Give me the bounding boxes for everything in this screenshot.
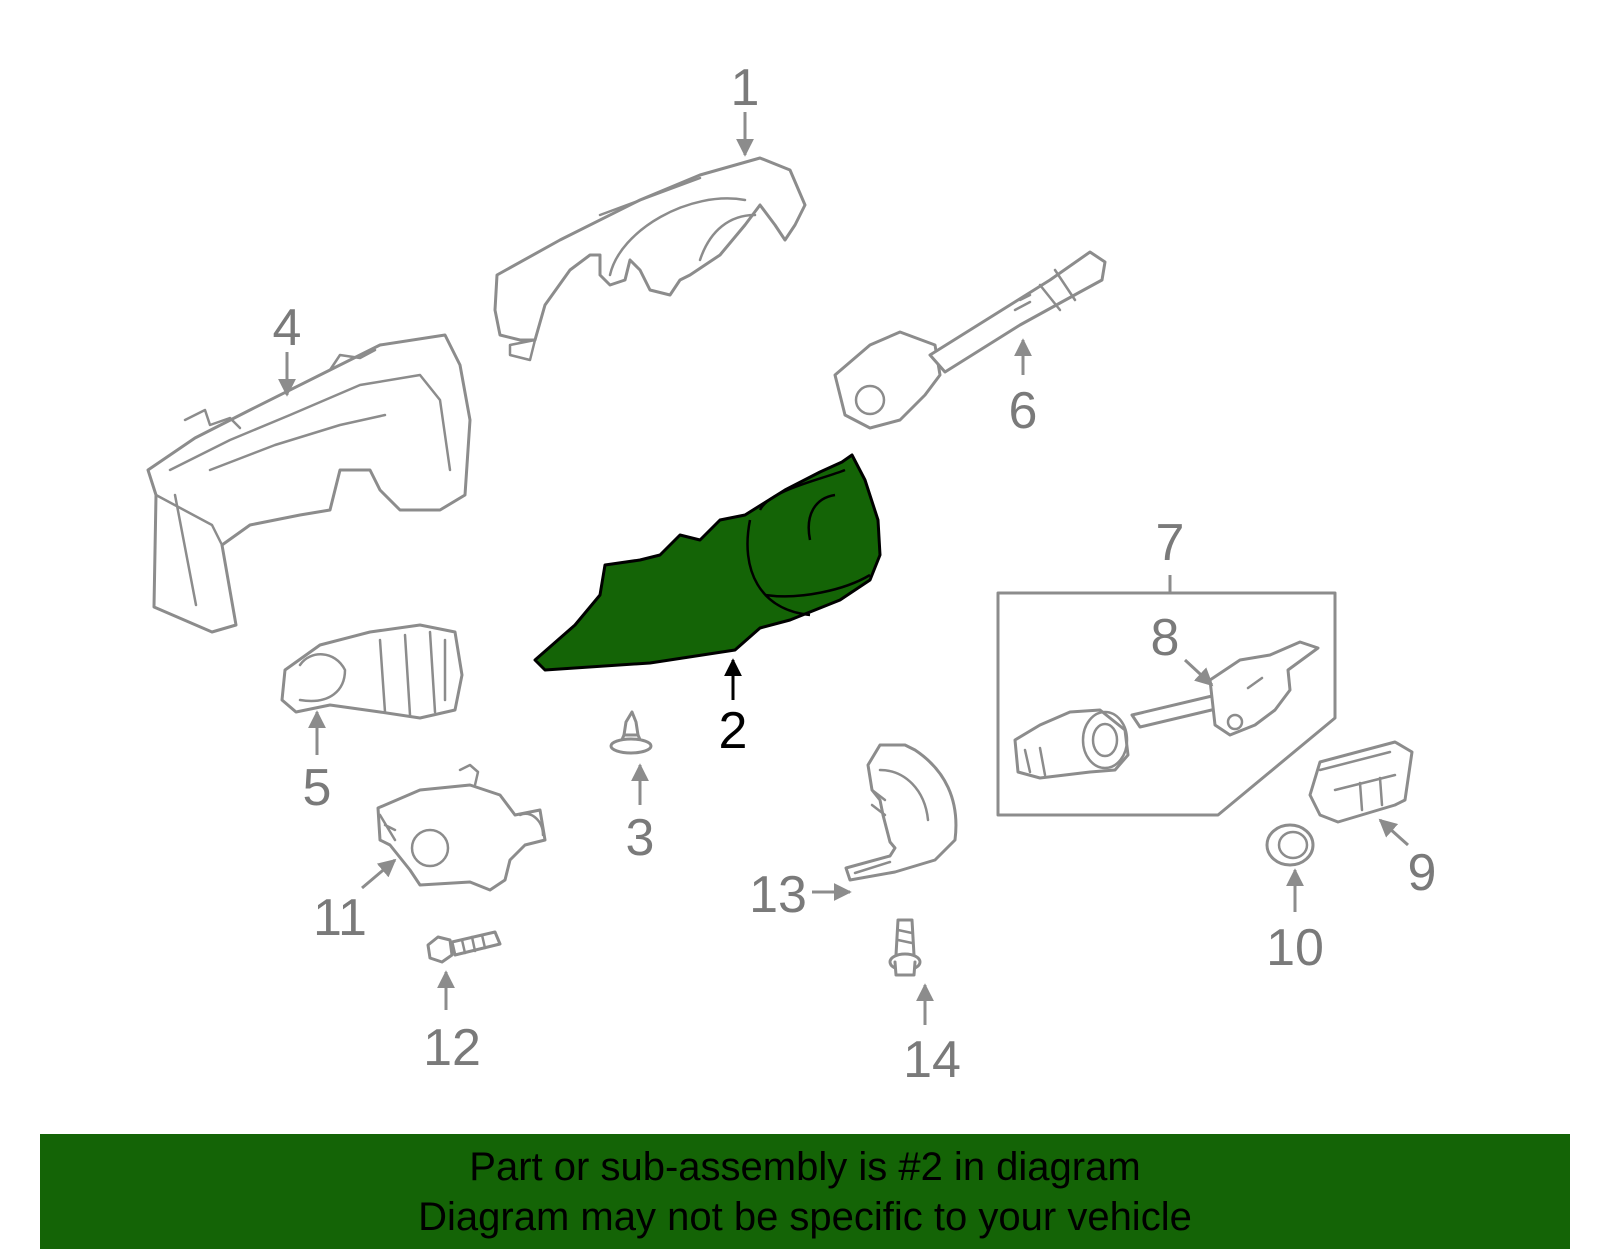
leader-lines bbox=[278, 112, 1409, 1025]
callout-4: 4 bbox=[273, 299, 302, 357]
part-2-shape[interactable] bbox=[533, 453, 882, 672]
part-6-wiper-switch[interactable] bbox=[833, 250, 1107, 430]
part-13-bracket[interactable] bbox=[844, 743, 958, 882]
callout-2: 2 bbox=[719, 702, 748, 760]
part-12-bolt[interactable] bbox=[426, 930, 502, 964]
callout-10: 10 bbox=[1266, 919, 1324, 977]
callout-14: 14 bbox=[903, 1031, 961, 1089]
part-5-ignition-switch[interactable] bbox=[280, 623, 464, 720]
callout-12: 12 bbox=[423, 1019, 481, 1077]
part-1-upper-cover[interactable] bbox=[493, 156, 807, 362]
part-7-lock-cylinder[interactable] bbox=[1013, 708, 1130, 780]
banner-line-1: Part or sub-assembly is #2 in diagram bbox=[469, 1144, 1141, 1189]
part-14-screw[interactable] bbox=[888, 918, 922, 977]
callout-6: 6 bbox=[1009, 382, 1038, 440]
callout-8: 8 bbox=[1151, 609, 1180, 667]
part-3-clip[interactable] bbox=[609, 710, 653, 755]
part-8-key[interactable] bbox=[1130, 640, 1320, 737]
banner-line-2: Diagram may not be specific to your vehi… bbox=[418, 1194, 1192, 1239]
part-10-cap[interactable] bbox=[1265, 823, 1315, 867]
callout-7: 7 bbox=[1156, 514, 1185, 572]
callout-3: 3 bbox=[626, 809, 655, 867]
callout-13: 13 bbox=[749, 866, 807, 924]
part-11-lock-housing[interactable] bbox=[376, 763, 547, 892]
callout-labels: 1 4 6 2 5 3 7 8 9 10 11 12 13 14 bbox=[273, 59, 1437, 1089]
callout-9: 9 bbox=[1408, 844, 1437, 902]
part-4-lower-bracket[interactable] bbox=[146, 333, 472, 634]
callout-1: 1 bbox=[731, 59, 760, 117]
part-2-lower-cover-highlighted[interactable] bbox=[533, 453, 882, 672]
callout-11: 11 bbox=[313, 889, 367, 947]
callout-5: 5 bbox=[303, 759, 332, 817]
part-9-remote[interactable] bbox=[1308, 740, 1414, 824]
info-banner: Part or sub-assembly is #2 in diagram Di… bbox=[40, 1134, 1570, 1249]
